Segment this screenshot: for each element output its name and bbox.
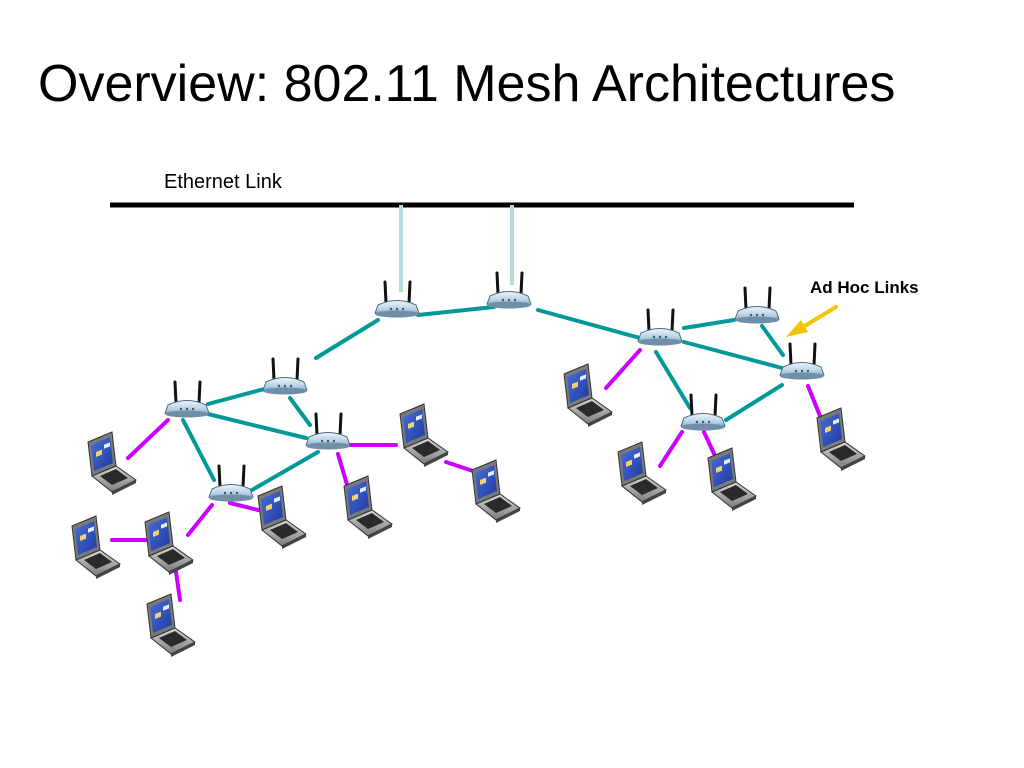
- wireless-access-point-icon: [304, 412, 352, 451]
- ad-hoc-arrow: [786, 305, 838, 337]
- laptop-computer-icon: [144, 511, 194, 576]
- laptop-computer-icon: [563, 363, 613, 428]
- wireless-access-point-icon: [733, 286, 781, 325]
- laptop-computer-icon: [707, 447, 757, 512]
- laptop-computer-icon: [87, 431, 137, 496]
- ad-hoc-links-label: Ad Hoc Links: [810, 278, 919, 297]
- laptop-computer-icon: [816, 407, 866, 472]
- wireless-access-point-icon: [207, 464, 255, 503]
- wireless-access-point-icon: [778, 342, 826, 381]
- laptop-computer-icon: [617, 441, 667, 506]
- laptop-computer-icon: [71, 515, 121, 580]
- laptop-computer-icon: [257, 485, 307, 550]
- ethernet-link-label: Ethernet Link: [164, 171, 282, 193]
- wireless-access-point-icon: [261, 357, 309, 396]
- wireless-access-point-icon: [636, 308, 684, 347]
- laptop-computer-icon: [343, 475, 393, 540]
- wireless-access-point-icon: [373, 280, 421, 319]
- slide-title: Overview: 802.11 Mesh Architectures: [38, 55, 896, 113]
- laptop-computer-icon: [146, 593, 196, 658]
- uplink-cables: [399, 205, 514, 292]
- wireless-access-point-icon: [163, 380, 211, 419]
- mesh-links: [181, 305, 785, 492]
- client-links: [110, 348, 822, 602]
- wireless-access-point-icon: [485, 271, 533, 310]
- laptop-computer-icon: [399, 403, 449, 468]
- laptop-computer-icon: [471, 459, 521, 524]
